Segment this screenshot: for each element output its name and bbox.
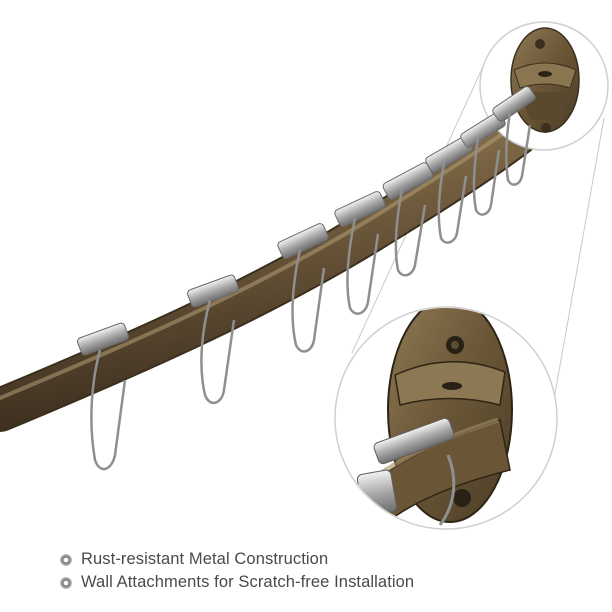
feature-list: Rust-resistant Metal Construction Wall A… xyxy=(60,548,414,594)
bracket-detail-small xyxy=(479,21,609,151)
target-bullet-icon xyxy=(60,576,72,589)
feature-label: Wall Attachments for Scratch-free Instal… xyxy=(81,573,415,591)
target-bullet-icon xyxy=(60,553,72,566)
roller-hook xyxy=(77,322,129,471)
shower-hooks xyxy=(77,86,536,471)
feature-item: Wall Attachments for Scratch-free Instal… xyxy=(60,571,414,594)
roller-hook xyxy=(334,191,386,315)
roller-hook xyxy=(277,223,329,353)
roller-hook xyxy=(492,86,536,186)
bracket-detail-zoom xyxy=(334,306,558,530)
feature-label: Rust-resistant Metal Construction xyxy=(81,550,329,568)
feature-item: Rust-resistant Metal Construction xyxy=(60,548,414,571)
roller-hook xyxy=(187,274,239,405)
roller-hook xyxy=(382,162,434,277)
